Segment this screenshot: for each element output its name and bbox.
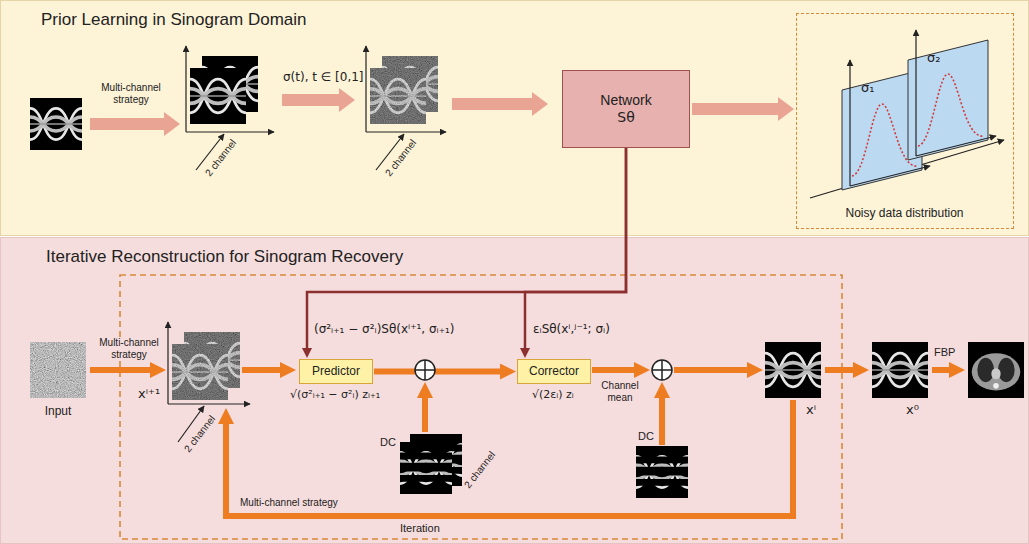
sum-symbol-part <box>652 360 672 380</box>
predictor-box: Predictor <box>299 359 373 384</box>
text-label: Multi-channel strategy <box>92 82 170 106</box>
flow-arrows-part <box>659 394 665 445</box>
network-box: NetworkSθ <box>562 70 690 148</box>
node-text: σ₂ <box>927 50 940 66</box>
distribution-plot <box>810 30 1004 198</box>
block-arrow <box>692 97 794 121</box>
flow-arrows-part <box>674 367 751 373</box>
distribution-plot-part <box>915 30 916 156</box>
math-label: εᵢSθ(xⁱ,ʲ⁻¹; σᵢ) <box>533 322 610 336</box>
flow-arrows-part <box>932 367 953 373</box>
block-arrow <box>452 92 548 116</box>
score-connector <box>307 148 626 351</box>
flow-arrows-part <box>90 367 154 373</box>
flow-arrows-part <box>242 367 284 373</box>
math-label: √(2εᵢ) zᵢ <box>532 388 574 401</box>
channel-stack-part-part <box>185 46 186 132</box>
sum-symbol-part <box>652 360 672 380</box>
channel-stack-part-part <box>186 131 274 132</box>
noisy-channel-stack-part-part <box>366 131 446 132</box>
block-arrow <box>90 112 180 136</box>
flow-connector <box>374 369 504 375</box>
text-label: DC <box>380 436 396 449</box>
sinogram-image <box>30 98 82 150</box>
distribution-box: σ₁ σ₂ Noisy data distribution <box>796 13 1014 229</box>
ct-image <box>968 342 1024 398</box>
flow-arrows-part <box>422 394 428 432</box>
noisy-channel-stack-part <box>370 68 426 124</box>
node-title: Predictor <box>312 364 360 379</box>
dc-stack-part <box>400 442 452 494</box>
corrector-box: Corrector <box>517 359 591 384</box>
node-title: Corrector <box>529 364 579 379</box>
node-text: Noisy data distribution <box>797 206 1012 220</box>
channel-stack-part <box>172 344 228 400</box>
sum-symbol <box>415 360 435 380</box>
distribution-plot-part <box>850 166 930 186</box>
flow-arrows-part <box>825 367 857 373</box>
sum-symbol <box>652 360 672 380</box>
math-label: xⁱ⁺¹ <box>138 386 160 402</box>
math-label: √(σ²ᵢ₊₁ − σ²ᵢ) zᵢ₊₁ <box>290 388 380 401</box>
noise-input-image <box>30 342 86 398</box>
text-label: Multi-channel strategy <box>240 497 338 509</box>
node-title: Network <box>600 92 651 110</box>
flow-arrows-part <box>592 367 638 373</box>
distribution-plot-part <box>916 136 996 156</box>
math-label: x⁰ <box>906 402 919 418</box>
score-connector <box>525 148 626 351</box>
dc-image <box>636 446 688 498</box>
text-label: Iteration <box>400 522 440 535</box>
text-label: FBP <box>934 346 955 359</box>
text-label: Channel mean <box>594 380 646 404</box>
math-label: (σ²ᵢ₊₁ − σ²ᵢ)Sθ(xⁱ⁺¹, σᵢ₊₁) <box>314 322 455 336</box>
distribution-plot-part <box>849 60 850 186</box>
node-title: σ₁ <box>861 80 874 96</box>
dc-stack <box>400 434 462 494</box>
distribution-plot-part <box>908 40 988 160</box>
block-arrow <box>282 88 355 112</box>
text-label: DC <box>638 430 654 443</box>
flow-arrows-part <box>226 400 793 516</box>
node-title: Iterative Reconstruction for Sinogram Re… <box>46 247 403 267</box>
channel-stack-part-part <box>167 322 168 404</box>
flow-arrows <box>90 370 953 516</box>
channel-stack-part-part <box>168 403 250 404</box>
math-label: σ(t), t ∈ [0,1] <box>283 70 364 84</box>
distribution-plot-part <box>918 74 984 146</box>
sum-symbol-part <box>415 360 435 380</box>
noisy-channel-stack-part-part <box>365 46 366 132</box>
math-label: xⁱ <box>806 402 816 418</box>
node-text: Sθ <box>617 109 634 127</box>
iteration-frame <box>120 275 842 539</box>
sum-symbol-part <box>415 360 435 380</box>
sinogram-image <box>872 342 928 398</box>
node-title: Prior Learning in Sinogram Domain <box>41 10 307 30</box>
sinogram-image <box>765 342 821 398</box>
text-label: Multi-channel strategy <box>92 337 166 361</box>
channel-stack-part <box>190 68 246 124</box>
text-label: Input <box>30 404 86 418</box>
